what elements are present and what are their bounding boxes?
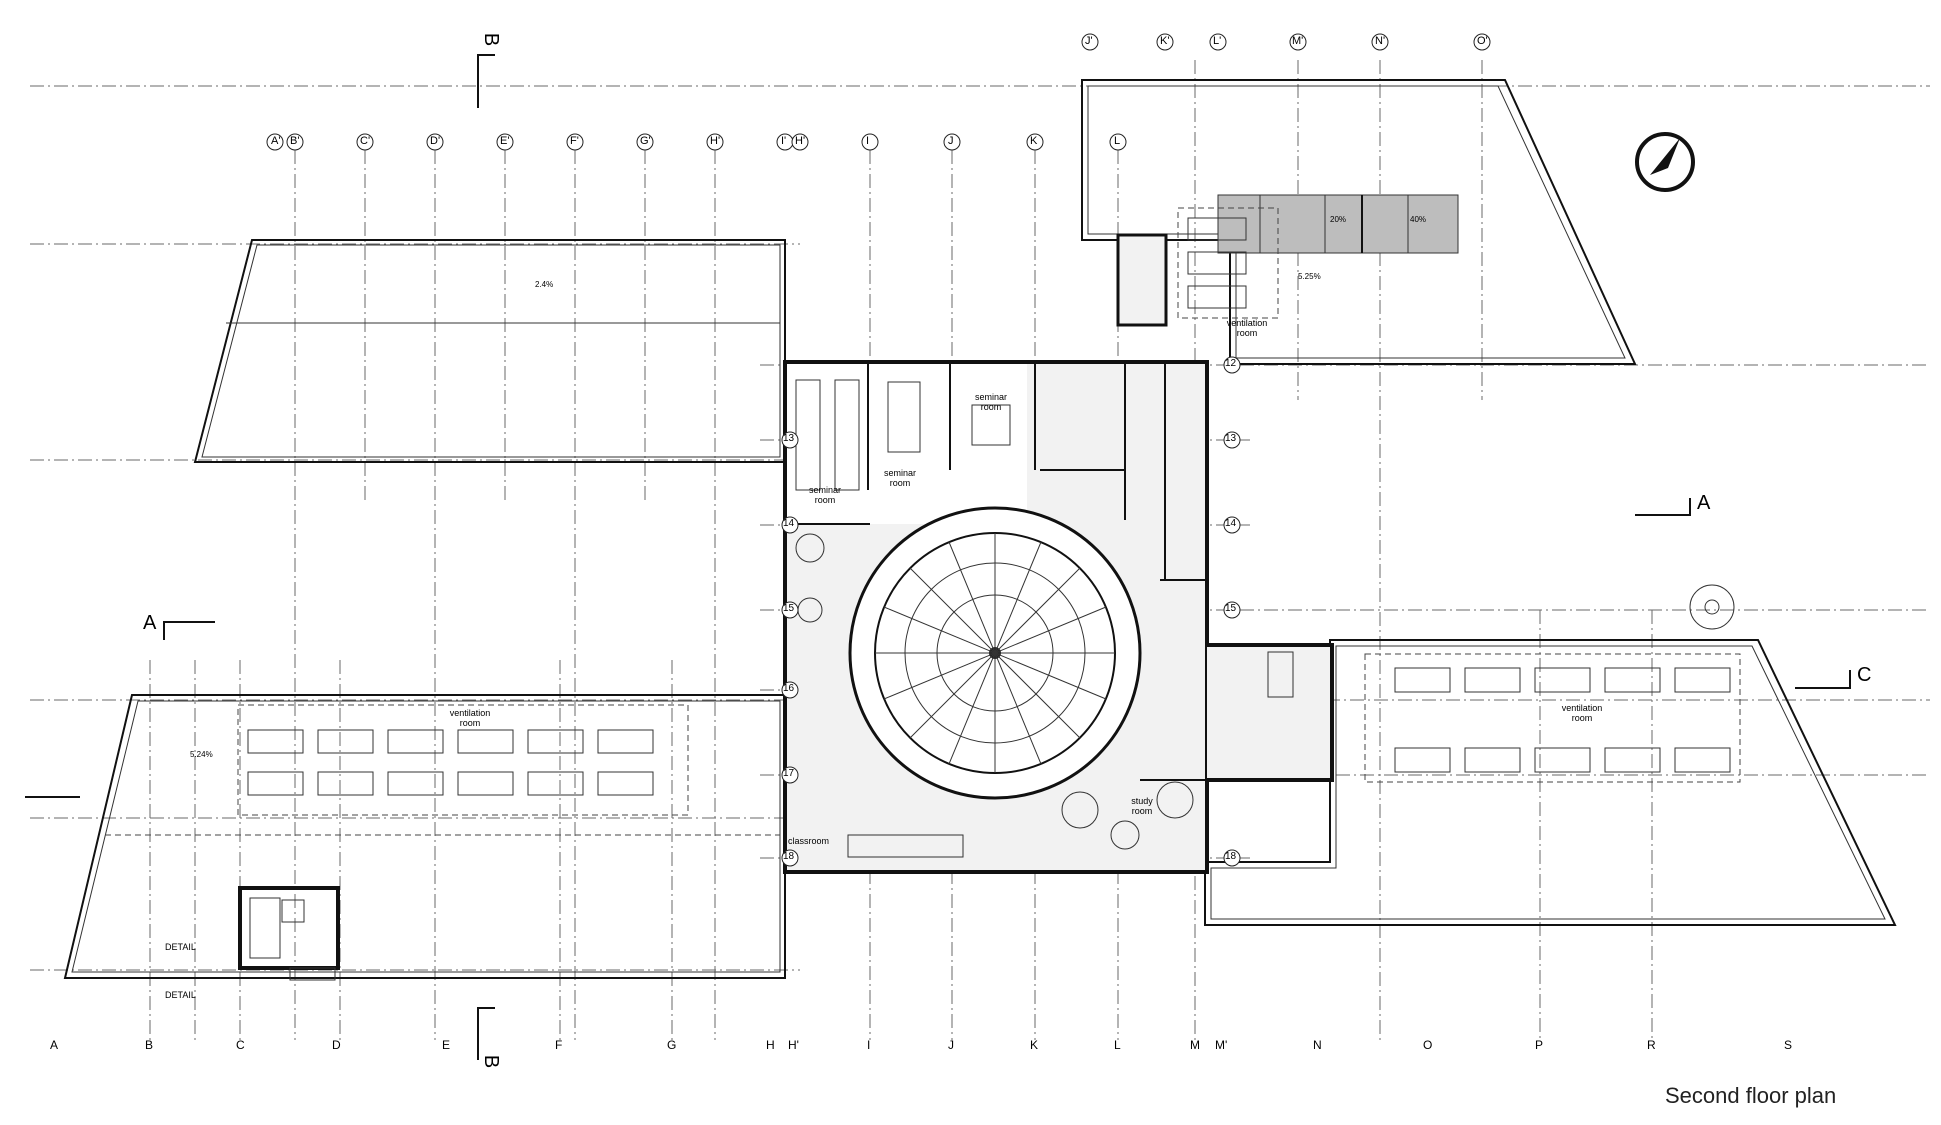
slope-label: 5.24% (190, 750, 213, 759)
vent-units-left (247, 729, 654, 796)
grid-label: F (555, 1038, 563, 1052)
grid-label: J (948, 135, 954, 147)
grid-label: F' (570, 135, 579, 147)
section-markers (25, 54, 1851, 1060)
slope-label: 40% (1410, 215, 1427, 224)
grid-label: E (442, 1038, 451, 1052)
grid-label: E' (500, 135, 510, 147)
grid-label: O (1423, 1038, 1433, 1052)
grid-label: H' (795, 135, 806, 147)
grid-label: N (1313, 1038, 1322, 1052)
grid-label: M' (1292, 35, 1304, 47)
detail-label: DETAIL (165, 990, 196, 1000)
north-arrow-icon (1635, 132, 1695, 192)
slope-label: 5.25% (1298, 272, 1321, 281)
room-label: seminar room (808, 485, 841, 505)
drawing-title: Second floor plan (1665, 1083, 1837, 1108)
grid-label: 14 (783, 518, 795, 529)
grid-label: J (948, 1038, 954, 1052)
grid-label: H' (710, 135, 721, 147)
grid-label: 18 (783, 851, 795, 862)
grid-label: J' (1085, 35, 1093, 47)
section-label: B (480, 32, 503, 47)
vent-units-right (1394, 667, 1731, 773)
grid-label: R (1647, 1038, 1656, 1052)
grid-label: C' (360, 135, 371, 147)
grid-label: N' (1375, 35, 1386, 47)
grid-label: G (667, 1038, 677, 1052)
grid-label: 12 (1225, 358, 1237, 369)
grid-label: K' (1160, 35, 1170, 47)
grid-label: I' (781, 135, 787, 147)
section-label: B (480, 1054, 503, 1069)
room-label: classroom (788, 836, 830, 846)
grid-label: M' (1215, 1038, 1228, 1052)
east-annex (1116, 233, 1334, 782)
lower-right-roof (1204, 584, 1897, 926)
grid-label: M (1190, 1038, 1200, 1052)
section-label: A (1697, 492, 1711, 514)
section-label: C (1857, 664, 1872, 686)
grid-bubbles (266, 33, 1491, 867)
main-building (783, 360, 1209, 874)
grid-label: D' (430, 135, 441, 147)
grid-label: H' (788, 1038, 799, 1052)
grid-label: L' (1213, 35, 1222, 47)
room-label: study room (1131, 796, 1153, 816)
grid-label: 13 (783, 433, 795, 444)
grid-label: 17 (783, 768, 795, 779)
grid-label: K (1030, 1038, 1039, 1052)
grid-label: 13 (1225, 433, 1237, 444)
slope-label: 2.4% (535, 280, 554, 289)
room-label: ventilation room (1226, 318, 1268, 338)
grid-label: H (766, 1038, 775, 1052)
grid-label: I (866, 135, 870, 147)
grid-label: 15 (1225, 603, 1237, 614)
rotunda (848, 506, 1142, 800)
grid-label: S (1784, 1038, 1793, 1052)
grid-label: 15 (783, 603, 795, 614)
slope-label: 20% (1330, 215, 1347, 224)
grid-label: K (1030, 135, 1038, 147)
grid-label: B (145, 1038, 154, 1052)
grid-label: O' (1477, 35, 1488, 47)
grid-label: 16 (783, 683, 795, 694)
grid-label: A' (271, 135, 281, 147)
grid-label: C (236, 1038, 245, 1052)
detail-label: DETAIL (165, 942, 196, 952)
room-label: seminar room (974, 392, 1007, 412)
grid-label: 14 (1225, 518, 1237, 529)
grid-label: B' (290, 135, 300, 147)
grid-label: L (1114, 1038, 1121, 1052)
room-label: ventilation room (449, 708, 491, 728)
grid-label: D (332, 1038, 341, 1052)
room-label: ventilation room (1561, 703, 1603, 723)
grid-label: I (867, 1038, 871, 1052)
grid-label: A (50, 1038, 59, 1052)
grid-label: P (1535, 1038, 1544, 1052)
lower-left-roof (63, 694, 786, 981)
section-label: A (143, 612, 157, 634)
grid-label: 18 (1225, 851, 1237, 862)
grid-label: G' (640, 135, 651, 147)
grid-label: L (1114, 135, 1121, 147)
room-label: seminar room (883, 468, 916, 488)
upper-left-roof (193, 239, 786, 463)
study-furniture (795, 533, 1194, 858)
